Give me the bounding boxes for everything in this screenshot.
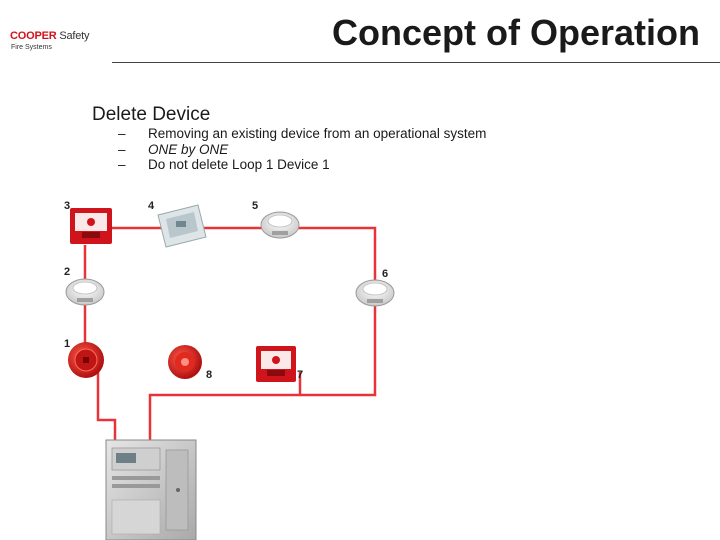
page-title: Concept of Operation <box>332 12 700 53</box>
smoke-detector-icon <box>355 279 395 307</box>
logo-subtitle: Fire Systems <box>11 44 52 51</box>
device-number-4: 4 <box>148 200 155 212</box>
device-number-6: 6 <box>382 268 389 280</box>
title-divider <box>112 62 720 63</box>
logo-brand: COOPER Safety <box>10 30 90 42</box>
smoke-detector-icon <box>65 278 105 306</box>
device-number-8: 8 <box>206 369 213 381</box>
bullet-text: ONE by ONE <box>148 141 229 157</box>
fire-panel-icon <box>105 439 197 540</box>
device-number-5: 5 <box>252 200 259 212</box>
bullet-item: – Removing an existing device from an ope… <box>118 126 486 142</box>
wire-right-bottom <box>300 360 377 397</box>
sounder-icon <box>68 342 104 378</box>
loop-wiring <box>83 220 377 440</box>
bullet-dash: – <box>118 126 126 141</box>
device-number-1: 1 <box>64 338 71 350</box>
call-point-icon <box>256 346 296 382</box>
device-number-7: 7 <box>297 369 304 381</box>
bullet-item: – Do not delete Loop 1 Device 1 <box>118 157 486 173</box>
bullet-text: Do not delete Loop 1 Device 1 <box>148 157 330 172</box>
logo-brand-part2: Safety <box>59 30 90 42</box>
wire-top <box>110 226 377 285</box>
bullet-dash: – <box>118 157 126 172</box>
device-number-3: 3 <box>64 200 71 212</box>
device-number-2: 2 <box>64 266 71 278</box>
smoke-detector-icon <box>260 211 300 239</box>
bullet-text: Removing an existing device from an oper… <box>148 126 487 141</box>
section-heading: Delete Device <box>92 104 211 125</box>
beacon-sounder-icon <box>168 345 202 379</box>
call-point-icon <box>70 208 112 244</box>
wire-return <box>148 372 302 440</box>
logo-brand-part1: COOPER <box>10 30 57 42</box>
interface-module-icon <box>157 204 207 248</box>
bullet-dash: – <box>118 141 126 157</box>
cooper-safety-logo: COOPER Safety Fire Systems <box>10 30 110 60</box>
bullet-list: – Removing an existing device from an ope… <box>118 126 486 173</box>
wire-left-down <box>96 370 117 440</box>
bullet-item: – ONE by ONE <box>118 142 486 158</box>
